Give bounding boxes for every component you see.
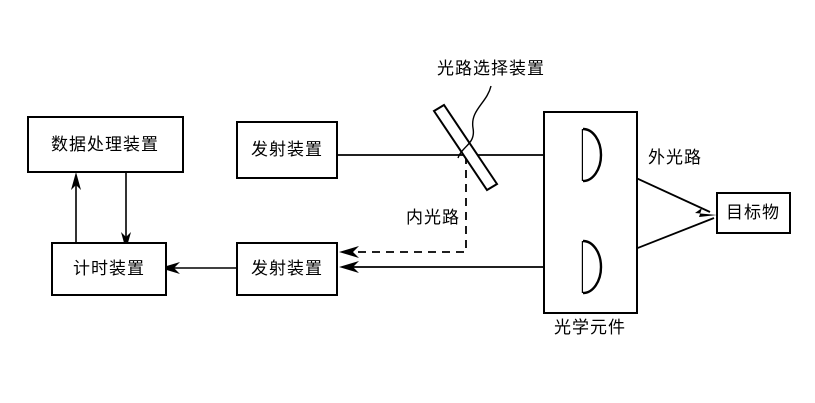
plano-convex-lens-top bbox=[581, 127, 603, 183]
path-selector-leader-line bbox=[457, 85, 492, 159]
internal-path-label: 内光路 bbox=[406, 208, 460, 227]
lens-top-convex-face bbox=[582, 127, 603, 183]
internal-path-dashed-line bbox=[352, 156, 467, 253]
box-target-object[interactable]: 目标物 bbox=[716, 192, 791, 234]
link-internal-optical-path bbox=[339, 156, 467, 258]
transmitter-bottom-label: 发射装置 bbox=[251, 259, 323, 278]
transmitter-bottom-rect[interactable] bbox=[236, 242, 338, 296]
arrow-left-to-timing bbox=[160, 262, 180, 274]
transmitter-top-label: 发射装置 bbox=[251, 140, 323, 159]
link-transmitter-top-to-optical-element bbox=[337, 148, 572, 162]
box-data-processing-device[interactable]: 数据处理装置 bbox=[27, 116, 184, 173]
timing-device-rect[interactable] bbox=[51, 242, 167, 296]
arrow-down-to-timing bbox=[121, 232, 131, 250]
box-transmitter-bottom[interactable]: 发射装置 bbox=[236, 242, 338, 296]
target-object-label: 目标物 bbox=[726, 203, 780, 222]
arrow-into-target bbox=[695, 208, 717, 217]
lens-bottom-convex-face bbox=[582, 239, 603, 295]
target-object-rect[interactable] bbox=[716, 192, 791, 234]
plano-convex-lens-bottom bbox=[581, 239, 603, 295]
box-transmitter-top[interactable]: 发射装置 bbox=[236, 121, 338, 179]
external-path-label: 外光路 bbox=[648, 148, 702, 167]
data-processing-device-label: 数据处理装置 bbox=[51, 135, 159, 154]
arrow-left-return-beam bbox=[339, 261, 359, 273]
link-timing-to-data-processing bbox=[71, 172, 81, 250]
optical-element-group[interactable] bbox=[543, 111, 638, 314]
path-selector-label: 光路选择装置 bbox=[437, 59, 545, 78]
optical-element-caption: 光学元件 bbox=[554, 318, 626, 337]
arrow-left-internal-path bbox=[339, 246, 359, 258]
data-processing-device-rect[interactable] bbox=[27, 116, 184, 173]
arrow-up-to-data-processing bbox=[71, 172, 81, 190]
link-transmitter-bottom-to-timing bbox=[160, 262, 237, 274]
transmitter-top-rect[interactable] bbox=[236, 121, 338, 179]
timing-device-label: 计时装置 bbox=[73, 259, 145, 278]
box-timing-device[interactable]: 计时装置 bbox=[51, 242, 167, 296]
link-data-processing-to-timing bbox=[121, 172, 131, 250]
